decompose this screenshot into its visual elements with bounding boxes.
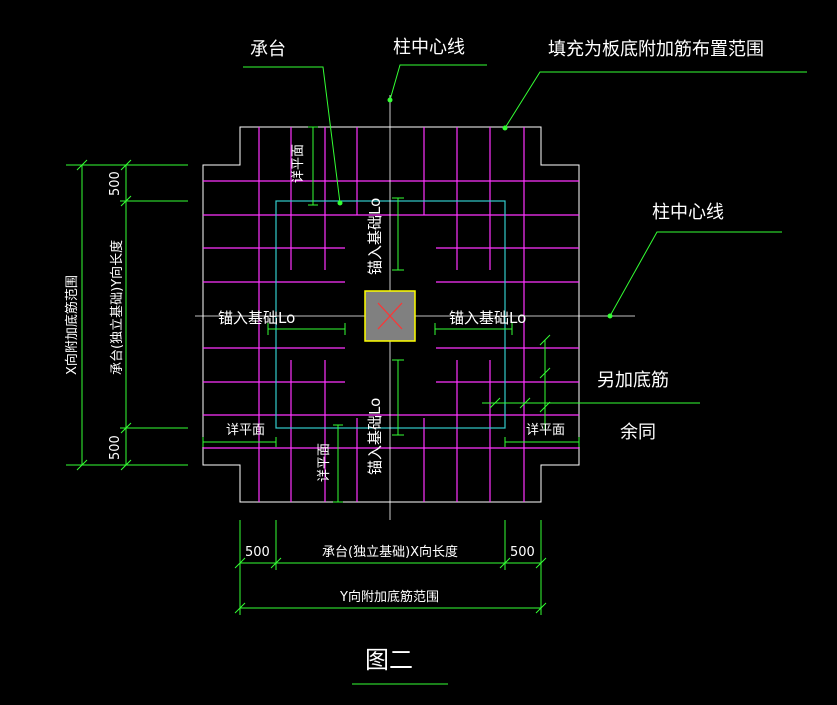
- label-see-plan-top: 详平面: [291, 144, 306, 183]
- label-anchor-top: 锚入基础Lo: [366, 198, 384, 275]
- column: [364, 290, 416, 342]
- left-dimensions: [66, 159, 188, 471]
- dim-cap-x-length: 承台(独立基础)X向长度: [322, 544, 458, 560]
- label-anchor-left: 锚入基础Lo: [218, 309, 295, 327]
- label-column-centerline-right: 柱中心线: [652, 202, 724, 223]
- bottom-dimensions: [234, 520, 547, 615]
- label-anchor-bottom: 锚入基础Lo: [366, 398, 384, 475]
- label-see-plan-bottom: 详平面: [317, 443, 332, 482]
- foundation-outline: [202, 126, 580, 503]
- rebar-grid: [203, 127, 579, 502]
- label-rest-same: 余同: [620, 422, 656, 443]
- label-extra-bottom-bar: 另加底筋: [597, 370, 669, 391]
- label-see-plan-left: 详平面: [226, 423, 265, 438]
- dim-cap-y-length: 承台(独立基础)Y向长度: [109, 240, 125, 375]
- label-anchor-right: 锚入基础Lo: [449, 309, 526, 327]
- dim-500-left-top: 500: [108, 171, 123, 196]
- label-column-centerline-top: 柱中心线: [393, 37, 465, 58]
- figure-title: 图二: [365, 646, 413, 674]
- cap-outline: [275, 200, 506, 429]
- dim-x-range: X向附加底筋范围: [64, 275, 80, 375]
- leader-lines: [243, 64, 807, 430]
- dim-500-bottom-right: 500: [510, 545, 535, 560]
- label-fill-range: 填充为板底附加筋布置范围: [548, 39, 764, 60]
- dim-y-range: Y向附加底筋范围: [339, 589, 439, 605]
- label-see-plan-right: 详平面: [526, 423, 565, 438]
- column-cross: [377, 302, 403, 330]
- dim-500-left-bottom: 500: [108, 435, 123, 460]
- label-cap: 承台: [250, 39, 286, 60]
- anchor-dimensions: [202, 126, 580, 503]
- dim-500-bottom-left: 500: [245, 545, 270, 560]
